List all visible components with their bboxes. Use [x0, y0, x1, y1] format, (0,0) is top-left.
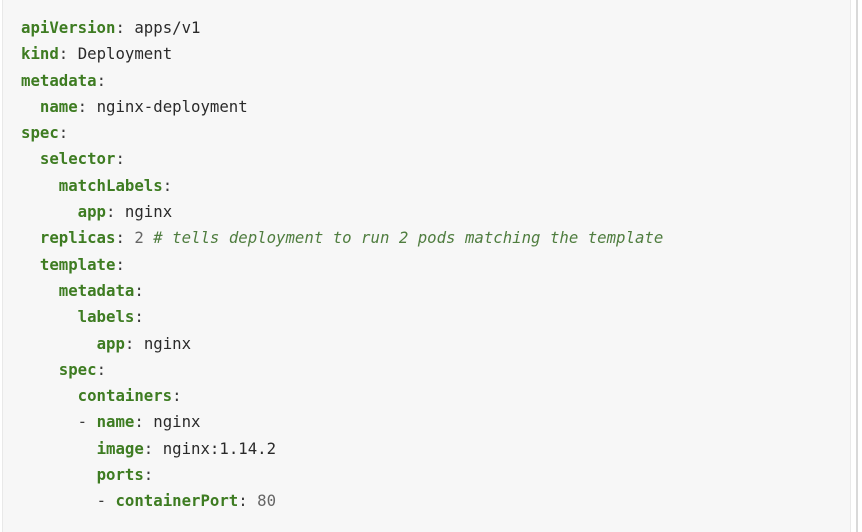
token-pun: : [143, 465, 154, 485]
code-line: containers: [21, 383, 842, 409]
token-val: nginx [124, 202, 173, 222]
token-ws [87, 97, 96, 116]
code-line: name: nginx-deployment [21, 94, 842, 120]
token-ws [144, 412, 153, 431]
token-ws [21, 439, 97, 458]
code-line: - containerPort: 80 [21, 488, 842, 514]
token-ws [153, 439, 162, 458]
token-pun: : [115, 149, 125, 169]
token-key: replicas [39, 228, 116, 248]
code-line: template: [21, 252, 842, 278]
token-num: 2 [134, 228, 144, 248]
token-key: metadata [21, 70, 97, 90]
token-ws [21, 255, 40, 274]
token-pun: : [143, 438, 154, 458]
code-line: kind: Deployment [21, 41, 842, 67]
token-num: 80 [257, 491, 277, 511]
token-ws [248, 491, 257, 510]
token-ws [68, 44, 77, 63]
code-line: apiVersion: apps/v1 [21, 15, 842, 41]
token-key: matchLabels [58, 175, 163, 195]
token-ws [144, 228, 153, 247]
token-ws [21, 176, 59, 195]
page-right-gutter [851, 0, 862, 532]
code-line: selector: [21, 146, 842, 172]
token-val: nginx:1.14.2 [162, 438, 277, 458]
token-pun: - [96, 491, 107, 511]
token-key: selector [39, 149, 116, 169]
token-ws [21, 465, 97, 484]
token-ws [21, 360, 59, 379]
token-pun: : [124, 333, 135, 353]
token-key: app [77, 202, 107, 222]
token-key: containers [77, 386, 173, 406]
token-ws [21, 202, 78, 221]
token-key: apiVersion [21, 18, 116, 37]
code-line: image: nginx:1.14.2 [21, 436, 842, 462]
token-key: app [96, 333, 125, 353]
token-key: name [96, 412, 135, 432]
token-pun: : [58, 123, 69, 143]
token-pun: : [96, 70, 107, 90]
token-val: Deployment [77, 44, 173, 64]
token-key: spec [21, 123, 59, 143]
token-ws [21, 281, 59, 300]
token-ws [21, 228, 40, 247]
code-line: - name: nginx [21, 409, 842, 435]
token-key: labels [77, 307, 135, 327]
token-ws [21, 149, 40, 168]
token-pun: : [77, 96, 88, 116]
token-pun: : [134, 280, 144, 300]
token-pun: : [172, 386, 182, 406]
token-ws [21, 491, 97, 510]
code-line: app: nginx [21, 199, 842, 225]
token-ws [87, 412, 96, 431]
token-pun: : [115, 18, 125, 37]
code-line: metadata: [21, 68, 842, 94]
token-pun: : [134, 412, 144, 432]
token-pun: : [134, 307, 144, 327]
token-ws [134, 334, 143, 353]
token-pun: : [106, 202, 116, 222]
scrollbar-track[interactable] [856, 0, 858, 532]
code-line: matchLabels: [21, 173, 842, 199]
code-line: replicas: 2 # tells deployment to run 2 … [21, 225, 842, 251]
token-pun: : [58, 44, 69, 64]
token-ws [115, 202, 124, 221]
code-line: app: nginx [21, 331, 842, 357]
token-pun: : [162, 175, 173, 195]
token-val: nginx-deployment [96, 96, 248, 116]
code-line: metadata: [21, 278, 842, 304]
code-line: labels: [21, 304, 842, 330]
token-ws [21, 386, 78, 405]
token-pun: : [238, 491, 248, 511]
token-key: ports [96, 465, 144, 485]
token-ws [21, 412, 78, 431]
token-val: nginx [153, 412, 201, 432]
code-line: spec: [21, 120, 842, 146]
token-key: containerPort [115, 491, 239, 511]
token-val: apps/v1 [134, 18, 201, 37]
token-ws [21, 307, 78, 326]
token-key: metadata [58, 280, 135, 300]
token-key: image [96, 438, 144, 458]
token-pun: : [115, 228, 125, 248]
token-com: # tells deployment to run 2 pods matchin… [153, 228, 664, 248]
token-pun: : [96, 359, 107, 379]
code-line: spec: [21, 357, 842, 383]
token-pun: - [77, 412, 88, 432]
token-ws [125, 228, 134, 247]
token-val: nginx [143, 333, 192, 353]
token-key: spec [58, 359, 97, 379]
token-key: template [39, 254, 116, 274]
token-ws [21, 97, 40, 116]
token-pun: : [115, 254, 125, 274]
token-key: name [39, 96, 78, 116]
token-ws [21, 334, 97, 353]
token-ws [125, 18, 134, 37]
code-line: ports: [21, 462, 842, 488]
token-key: kind [21, 44, 59, 64]
